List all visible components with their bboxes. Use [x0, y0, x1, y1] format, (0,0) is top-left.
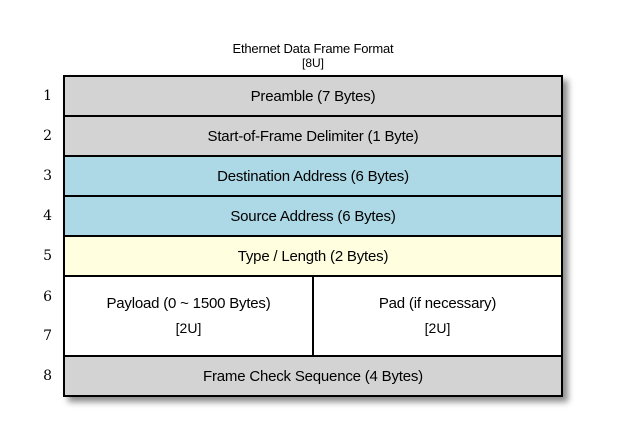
field-label: Type / Length (2 Bytes) — [237, 247, 389, 265]
row-number: 6 — [43, 288, 52, 305]
field-frame-check-sequence: Frame Check Sequence (4 Bytes) — [65, 357, 561, 395]
payload-pad-cells: Payload (0 ~ 1500 Bytes) [2U] Pad (if ne… — [65, 277, 561, 355]
frame-row-source-address: 4 Source Address (6 Bytes) — [43, 197, 561, 237]
row-number: 8 — [43, 368, 52, 384]
ethernet-frame-table: 1 Preamble (7 Bytes) 2 Start-of-Frame De… — [43, 75, 563, 397]
diagram-title: Ethernet Data Frame Format — [232, 41, 394, 56]
frame-row-preamble: 1 Preamble (7 Bytes) — [43, 77, 561, 117]
row-number: 2 — [43, 128, 52, 144]
field-label: Destination Address (6 Bytes) — [217, 167, 409, 185]
frame-row-destination-address: 3 Destination Address (6 Bytes) — [43, 157, 561, 197]
field-label: Start-of-Frame Delimiter (1 Byte) — [207, 127, 419, 145]
field-preamble: Preamble (7 Bytes) — [65, 77, 561, 115]
diagram-title-block: Ethernet Data Frame Format [8U] — [63, 41, 563, 71]
field-start-of-frame-delimiter: Start-of-Frame Delimiter (1 Byte) — [65, 117, 561, 155]
row-number: 5 — [43, 248, 52, 264]
field-source-address: Source Address (6 Bytes) — [65, 197, 561, 235]
field-sublabel: [2U] — [175, 320, 202, 336]
frame-row-type-length: 5 Type / Length (2 Bytes) — [43, 237, 561, 277]
frame-row-payload-pad: 6 7 Payload (0 ~ 1500 Bytes) [2U] Pad (i… — [43, 277, 561, 357]
frame-row-fcs: 8 Frame Check Sequence (4 Bytes) — [43, 357, 561, 395]
field-destination-address: Destination Address (6 Bytes) — [65, 157, 561, 195]
field-pad: Pad (if necessary) [2U] — [314, 277, 561, 355]
row-number: 3 — [43, 168, 52, 184]
frame-row-sfd: 2 Start-of-Frame Delimiter (1 Byte) — [43, 117, 561, 157]
field-label: Source Address (6 Bytes) — [230, 207, 396, 225]
row-number: 1 — [43, 88, 52, 104]
field-label: Payload (0 ~ 1500 Bytes) — [106, 295, 271, 312]
field-payload: Payload (0 ~ 1500 Bytes) [2U] — [65, 277, 314, 355]
row-number: 7 — [43, 327, 52, 344]
field-label: Pad (if necessary) — [378, 295, 497, 312]
field-sublabel: [2U] — [424, 320, 451, 336]
diagram-subtitle: [8U] — [301, 56, 324, 70]
field-type-length: Type / Length (2 Bytes) — [65, 237, 561, 275]
field-label: Preamble (7 Bytes) — [250, 87, 376, 105]
field-label: Frame Check Sequence (4 Bytes) — [203, 367, 423, 385]
row-number: 4 — [43, 208, 52, 224]
